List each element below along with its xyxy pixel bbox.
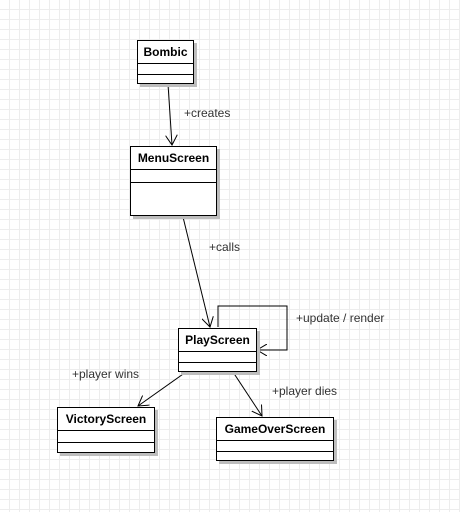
class-bombic-operations	[138, 75, 193, 85]
class-menu-screen-attributes	[131, 170, 216, 183]
edge-play-gameover[interactable]	[232, 371, 262, 416]
class-game-over-screen-attributes	[217, 441, 333, 452]
class-menu-screen[interactable]: MenuScreen	[130, 146, 217, 216]
class-bombic[interactable]: Bombic	[137, 40, 194, 84]
class-play-screen[interactable]: PlayScreen	[178, 328, 257, 372]
class-victory-screen-operations	[58, 443, 154, 454]
edge-menu-calls-play[interactable]	[183, 217, 210, 327]
class-bombic-name: Bombic	[138, 41, 193, 64]
class-game-over-screen-operations	[217, 452, 333, 462]
label-update-render: +update / render	[296, 311, 385, 325]
class-victory-screen[interactable]: VictoryScreen	[57, 407, 155, 453]
edge-play-victory[interactable]	[138, 371, 187, 406]
label-calls: +calls	[209, 240, 241, 254]
class-game-over-screen[interactable]: GameOverScreen	[216, 417, 334, 461]
class-play-screen-attributes	[179, 352, 256, 363]
class-play-screen-name: PlayScreen	[179, 329, 256, 352]
label-creates: +creates	[184, 106, 231, 120]
class-bombic-attributes	[138, 64, 193, 75]
edge-play-self-update[interactable]	[217, 305, 288, 350]
class-victory-screen-name: VictoryScreen	[58, 408, 154, 431]
label-player-wins: +player wins	[72, 367, 140, 381]
label-player-dies: +player dies	[272, 384, 338, 398]
class-play-screen-operations	[179, 363, 256, 373]
class-menu-screen-operations	[131, 183, 216, 217]
class-menu-screen-name: MenuScreen	[131, 147, 216, 170]
edge-bombic-creates-menu[interactable]	[168, 83, 172, 145]
class-game-over-screen-name: GameOverScreen	[217, 418, 333, 441]
class-victory-screen-attributes	[58, 431, 154, 443]
